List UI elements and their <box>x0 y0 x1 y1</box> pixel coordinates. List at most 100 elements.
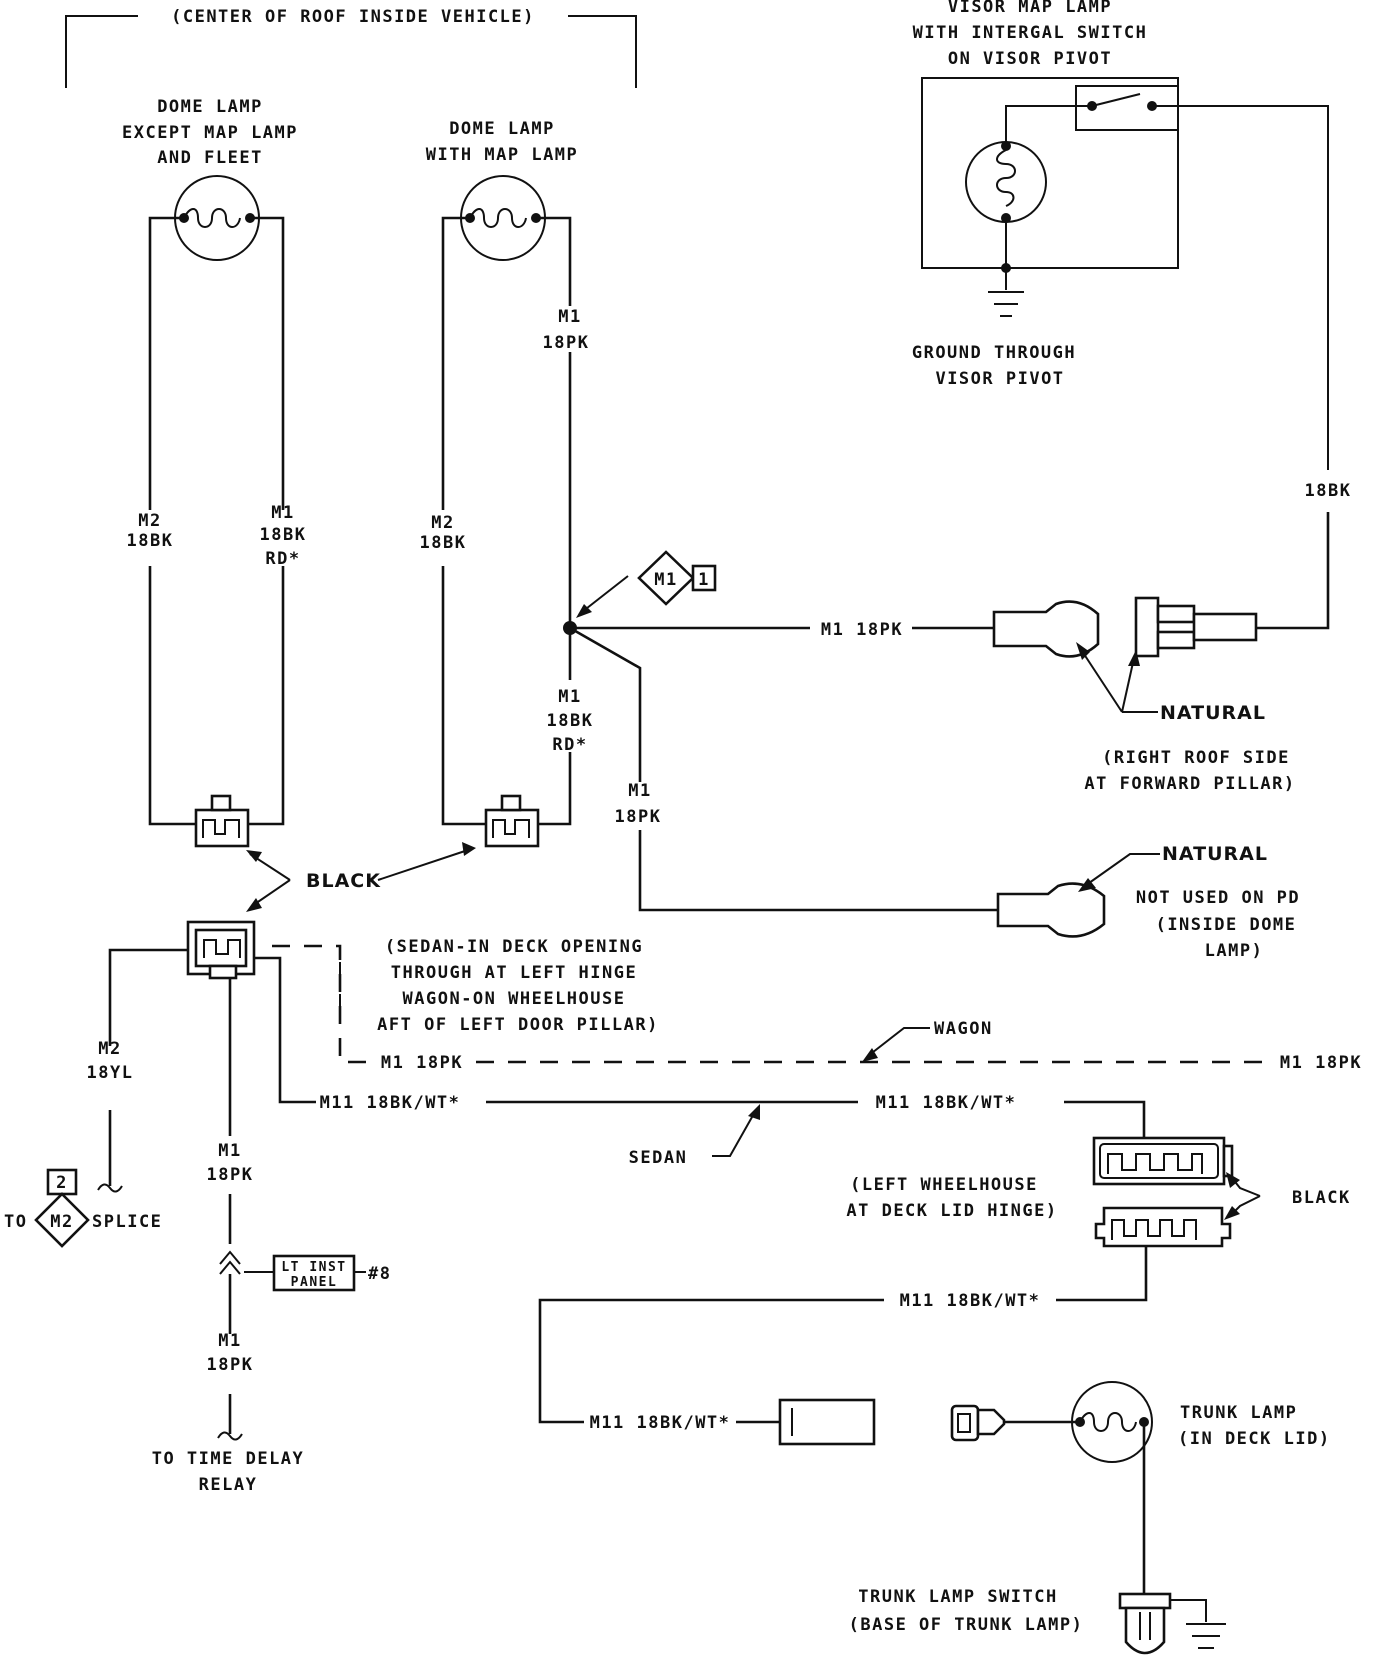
trunk-lamp-bulb-icon <box>1071 1381 1153 1463</box>
trunk-switch-label-2: (BASE OF TRUNK LAMP) <box>849 1615 1084 1635</box>
dome1-left-wire-label: M2 <box>138 511 161 531</box>
black-arrows: BLACK <box>246 842 476 912</box>
splice-m2-label: M2 <box>50 1212 73 1232</box>
dome2-left-wire-label: M2 <box>431 513 454 533</box>
natural-connector-female-icon <box>992 600 1100 658</box>
dome1-right-wire-label-2: 18BK <box>260 525 307 545</box>
right-roof-location-label: (RIGHT ROOF SIDE <box>1102 748 1290 768</box>
right-roof-connector: NATURAL (RIGHT ROOF SIDE AT FORWARD PILL… <box>992 596 1295 794</box>
unused-connector: NATURAL NOT USED ON PD (INSIDE DOME LAMP… <box>996 843 1300 961</box>
sedan-note-label-2: THROUGH AT LEFT HINGE <box>391 963 637 983</box>
dome-lamp-2-label-2: WITH MAP LAMP <box>426 145 579 165</box>
to-time-delay-label: TO TIME DELAY <box>152 1449 305 1469</box>
trunk-ground-icon <box>1186 1623 1226 1649</box>
branch-wire-label-2: 18PK <box>615 807 662 827</box>
wire-to-visor-label: M1 18PK <box>821 620 903 640</box>
visor-switch-icon <box>1075 85 1179 131</box>
splice-m1-icon: M1 1 <box>637 550 717 606</box>
ground-through-label-2: VISOR PIVOT <box>935 369 1064 389</box>
splice-m1-label: M1 <box>654 570 677 590</box>
sedan-note-label-4: AFT OF LEFT DOOR PILLAR) <box>377 1015 659 1035</box>
trunk-switch-label: TRUNK LAMP SWITCH <box>858 1587 1058 1607</box>
natural-connector-male-icon <box>1134 596 1160 658</box>
sedan-label: SEDAN <box>629 1148 688 1168</box>
m1-pk-lower-label-2: 18PK <box>207 1355 254 1375</box>
splice-m2-number: 2 <box>56 1173 68 1193</box>
filament-icon <box>183 208 241 228</box>
natural-connector-unused-icon <box>996 882 1106 938</box>
trunk-lamp: TRUNK LAMP (IN DECK LID) TRUNK LAMP SWIT… <box>849 1381 1331 1655</box>
dome2-bottom-wire-label-3: RD* <box>552 735 587 755</box>
ground-through-label: GROUND THROUGH <box>912 343 1076 363</box>
sedan-m11-wire: M11 18BK/WT* M11 18BK/WT* SEDAN <box>320 1093 1146 1168</box>
dome-lamp-1-label-2: EXCEPT MAP LAMP <box>122 123 298 143</box>
dome1-connector-icon <box>194 794 250 848</box>
lt-inst-panel-label-2: PANEL <box>291 1275 338 1290</box>
dome-lamp-2-label-1: DOME LAMP <box>449 119 555 139</box>
wagon-wire: M1 18PK M1 18PK WAGON <box>381 1019 1362 1073</box>
dome1-right-wire-label-3: RD* <box>265 549 300 569</box>
dome1-left-wire-label-2: 18BK <box>127 531 174 551</box>
m2-yl-wire-label-2: 18YL <box>87 1063 134 1083</box>
black-1-label: BLACK <box>306 870 381 892</box>
m1-splice-junction: M1 1 M1 18BK RD* M1 18PK M1 18PK <box>547 508 998 912</box>
main-connector: M2 18YL M1 18PK LT INST PANEL #8 M1 18PK… <box>87 920 391 1495</box>
not-used-label-2: (INSIDE DOME <box>1156 915 1297 935</box>
m11-lower-label: M11 18BK/WT* <box>900 1291 1041 1311</box>
visor-wire-label: 18BK <box>1305 481 1352 501</box>
dome-lamp-1-label-3: AND FLEET <box>157 148 263 168</box>
wagon-label: WAGON <box>934 1019 993 1039</box>
to-label: TO <box>4 1212 27 1232</box>
wheelhouse-connectors: BLACK (LEFT WHEELHOUSE AT DECK LID HINGE… <box>538 1136 1349 1446</box>
to-time-delay-label-2: RELAY <box>199 1475 258 1495</box>
m1-pk-lower-label: M1 <box>218 1331 241 1351</box>
trunk-lamp-label-2: (IN DECK LID) <box>1178 1429 1331 1449</box>
splice-m2: 2 M2 TO SPLICE <box>4 1168 162 1248</box>
m11-to-trunk-label: M11 18BK/WT* <box>590 1413 731 1433</box>
splice-m1-number: 1 <box>698 570 710 590</box>
trunk-lamp-socket-icon <box>950 1404 980 1442</box>
m11-right-label: M11 18BK/WT* <box>876 1093 1017 1113</box>
dome-lamp-1-label-1: DOME LAMP <box>157 97 263 117</box>
visor-label-2: WITH INTERGAL SWITCH <box>913 23 1148 43</box>
trunk-lamp-switch-icon <box>1118 1592 1207 1655</box>
panel-cavity-label: #8 <box>368 1264 391 1284</box>
dome-lamp-2: DOME LAMP WITH MAP LAMP M2 18BK M1 18PK <box>420 119 590 848</box>
left-wheelhouse-label-2: AT DECK LID HINGE) <box>846 1201 1057 1221</box>
visor-label-1: VISOR MAP LAMP <box>948 0 1112 17</box>
natural-2-label: NATURAL <box>1162 843 1268 865</box>
sedan-note-label-3: WAGON-ON WHEELHOUSE <box>403 989 626 1009</box>
wagon-wire-right-label: M1 18PK <box>1280 1053 1362 1073</box>
splice-m2-icon <box>34 1192 90 1248</box>
dome2-connector-icon <box>484 794 540 848</box>
dome-lamp-1: DOME LAMP EXCEPT MAP LAMP AND FLEET M2 1… <box>122 97 307 848</box>
natural-1-label: NATURAL <box>1160 702 1266 724</box>
branch-wire-label: M1 <box>628 781 651 801</box>
right-roof-location-label-2: AT FORWARD PILLAR) <box>1084 774 1295 794</box>
visor-map-lamp: VISOR MAP LAMP WITH INTERGAL SWITCH ON V… <box>912 0 1352 630</box>
roof-center-label: (CENTER OF ROOF INSIDE VEHICLE) <box>171 7 535 27</box>
dome2-top-wire-label-2: 18PK <box>543 333 590 353</box>
m1-pk-upper-label: M1 <box>218 1141 241 1161</box>
dome1-right-wire-label: M1 <box>271 503 294 523</box>
dome2-bottom-wire-label-2: 18BK <box>547 711 594 731</box>
sedan-note-label: (SEDAN-IN DECK OPENING <box>385 937 643 957</box>
wagon-wire-left-label: M1 18PK <box>381 1053 463 1073</box>
m2-yl-wire-label: M2 <box>98 1039 121 1059</box>
not-used-label-3: LAMP) <box>1205 941 1264 961</box>
ground-icon <box>988 291 1024 317</box>
lt-inst-panel-icon: LT INST PANEL <box>272 1254 356 1292</box>
wheelhouse-connector-upper-icon <box>1092 1136 1234 1186</box>
in-line-connector-icon <box>219 1250 241 1275</box>
visor-bulb-icon <box>965 141 1047 223</box>
filament-icon <box>1079 1412 1137 1432</box>
trunk-wire-connector-icon <box>778 1398 876 1446</box>
sedan-wagon-note: (SEDAN-IN DECK OPENING THROUGH AT LEFT H… <box>339 937 659 1035</box>
m11-left-label: M11 18BK/WT* <box>320 1093 461 1113</box>
not-used-label: NOT USED ON PD <box>1136 888 1300 908</box>
trunk-lamp-label: TRUNK LAMP <box>1180 1403 1297 1423</box>
dome2-top-wire-label: M1 <box>558 307 581 327</box>
left-wheelhouse-label: (LEFT WHEELHOUSE <box>850 1175 1038 1195</box>
splice-label: SPLICE <box>92 1212 162 1232</box>
